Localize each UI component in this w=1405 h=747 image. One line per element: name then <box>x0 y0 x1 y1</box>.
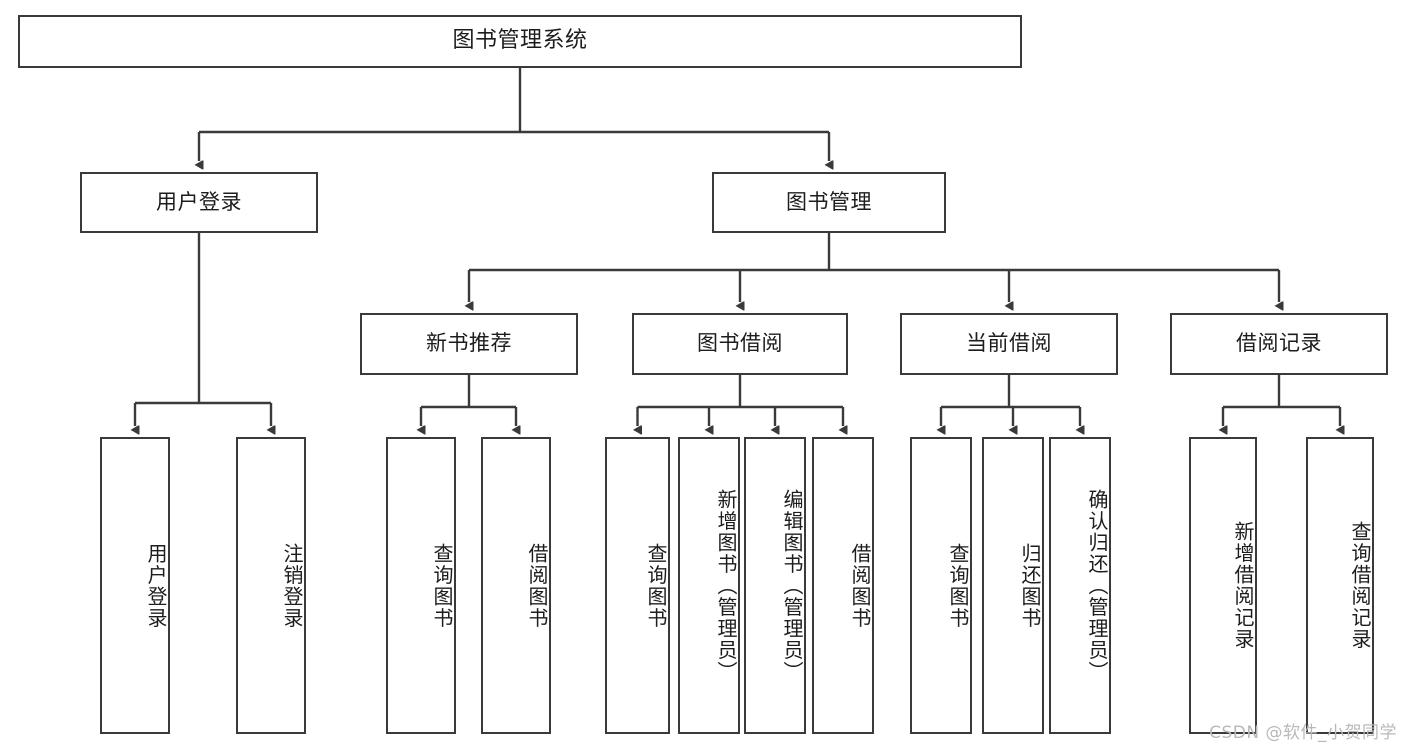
node-label-vertical: 借阅图书 <box>525 542 549 629</box>
node-label-vertical: 新增借阅记录 <box>1231 521 1255 650</box>
node-leaf-0[interactable]: 用户登录 <box>100 437 170 734</box>
node-leaf-8[interactable]: 查询图书 <box>910 437 972 734</box>
node-label: 当前借阅 <box>966 331 1052 356</box>
node-level1-0[interactable]: 用户登录 <box>80 172 318 233</box>
node-label-vertical: 确认归还（管理员） <box>1085 488 1109 683</box>
node-label-vertical: 查询借阅记录 <box>1348 521 1372 650</box>
node-label: 图书管理 <box>786 189 872 214</box>
node-leaf-7[interactable]: 借阅图书 <box>812 437 874 734</box>
node-leaf-4[interactable]: 查询图书 <box>605 437 670 734</box>
node-level2-3[interactable]: 借阅记录 <box>1170 313 1388 375</box>
node-leaf-5[interactable]: 新增图书（管理员） <box>678 437 740 734</box>
node-level2-1[interactable]: 图书借阅 <box>632 313 848 375</box>
node-leaf-9[interactable]: 归还图书 <box>982 437 1044 734</box>
node-label-vertical: 用户登录 <box>144 542 168 629</box>
node-leaf-6[interactable]: 编辑图书（管理员） <box>744 437 806 734</box>
node-leaf-11[interactable]: 新增借阅记录 <box>1189 437 1257 734</box>
node-label: 借阅记录 <box>1236 331 1322 356</box>
node-level2-0[interactable]: 新书推荐 <box>360 313 578 375</box>
watermark-text: CSDN @软件_小贺同学 <box>1209 723 1397 743</box>
node-leaf-3[interactable]: 借阅图书 <box>481 437 551 734</box>
node-leaf-10[interactable]: 确认归还（管理员） <box>1049 437 1111 734</box>
node-label-vertical: 查询图书 <box>644 542 668 629</box>
node-root[interactable]: 图书管理系统 <box>18 15 1022 68</box>
node-label-vertical: 查询图书 <box>946 542 970 629</box>
node-label: 用户登录 <box>156 189 242 214</box>
node-leaf-2[interactable]: 查询图书 <box>386 437 456 734</box>
node-label-vertical: 借阅图书 <box>848 542 872 629</box>
node-label-vertical: 查询图书 <box>430 542 454 629</box>
node-label-vertical: 注销登录 <box>280 542 304 629</box>
node-leaf-1[interactable]: 注销登录 <box>236 437 306 734</box>
node-level2-2[interactable]: 当前借阅 <box>900 313 1118 375</box>
node-level1-1[interactable]: 图书管理 <box>712 172 946 233</box>
node-label-vertical: 新增图书（管理员） <box>714 488 738 683</box>
node-label-vertical: 归还图书 <box>1018 542 1042 629</box>
node-label: 新书推荐 <box>426 331 512 356</box>
node-label-vertical: 编辑图书（管理员） <box>780 488 804 683</box>
node-label: 图书借阅 <box>697 331 783 356</box>
node-label: 图书管理系统 <box>452 28 588 54</box>
node-leaf-12[interactable]: 查询借阅记录 <box>1306 437 1374 734</box>
